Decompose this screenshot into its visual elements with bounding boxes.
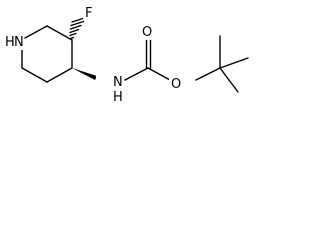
atom-o-carbonyl: O	[142, 25, 152, 40]
bond-n-carbonyl-c	[124, 67, 149, 81]
bond-tbu-down	[219, 67, 239, 93]
bond-n-c2	[24, 25, 48, 39]
bond-c2-c3	[46, 25, 73, 41]
atom-n-amide: N	[113, 75, 123, 90]
bond-c4-c5	[46, 67, 73, 83]
bold-wedge-c4-n	[72, 68, 97, 80]
bond-ester-o-quaternary-c	[195, 67, 221, 81]
piperidine-ring	[21, 25, 73, 83]
atom-n-ring-h: H	[5, 35, 15, 50]
atom-labels: H N F O O N H	[4, 4, 185, 105]
bond-carbonyl-c-ester-o	[147, 67, 171, 81]
atom-h-amide: H	[113, 90, 123, 105]
bond-tbu-right	[219, 57, 249, 69]
atom-n-ring: N	[14, 35, 24, 50]
chemical-structure: H N F O O N H	[4, 4, 249, 105]
atom-o-ester: O	[171, 77, 181, 92]
tert-butyl-group	[219, 35, 249, 93]
atom-f: F	[85, 6, 92, 21]
carbamate-chain	[124, 37, 221, 81]
bond-c5-c6	[21, 67, 48, 83]
hashed-wedge-c3-f	[69, 16, 87, 40]
